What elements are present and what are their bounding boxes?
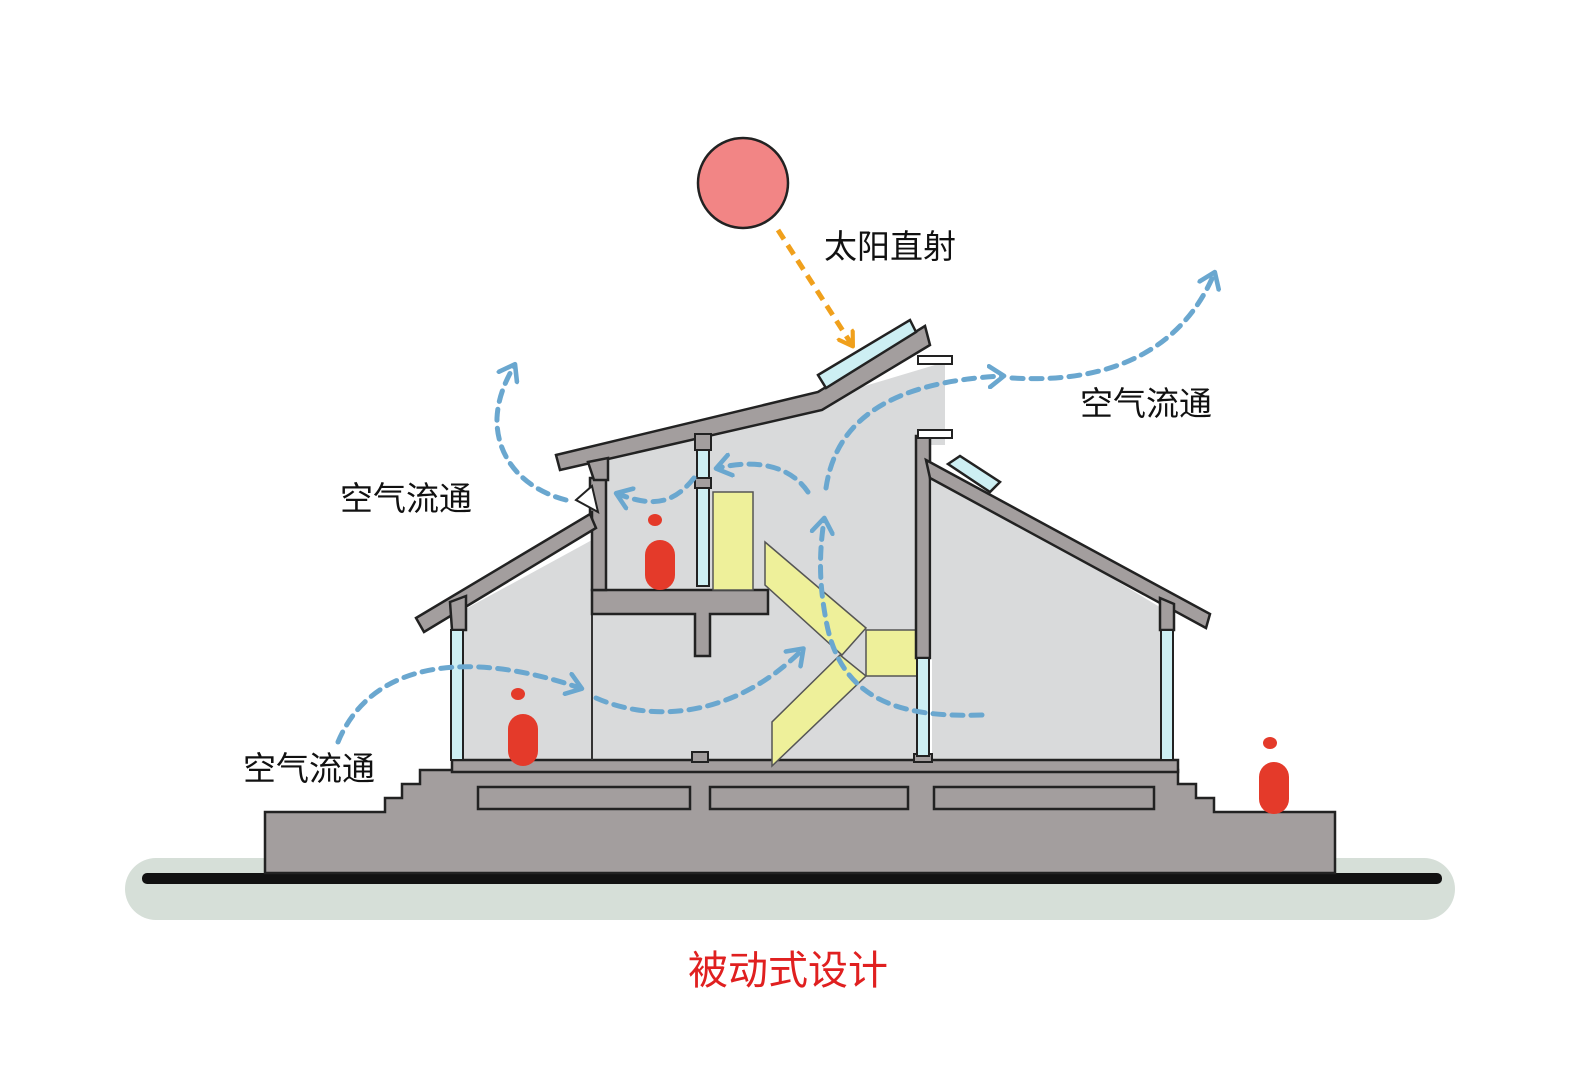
airflow-arrow-lower-left	[335, 664, 580, 745]
stair-landing	[865, 629, 919, 677]
foundation	[263, 768, 1337, 875]
diagram-caption: 被动式设计	[688, 948, 888, 994]
main-roof-eave	[586, 456, 610, 482]
right-upper-wall-window	[917, 355, 953, 365]
airflow-arrow-to-roof-vent	[823, 376, 1002, 491]
person-figure-mezzanine	[645, 514, 675, 590]
airflow-arrow-upper-middle	[718, 464, 811, 495]
right-roof-eave	[1158, 596, 1176, 632]
airflow-label-right: 空气流通	[1080, 384, 1212, 423]
sunlight-arrow	[775, 228, 852, 345]
airflow-label-lower-left: 空气流通	[243, 749, 375, 788]
right-roof	[924, 457, 1212, 630]
right-wall-glazing	[916, 657, 930, 757]
left-wall-glazing	[450, 629, 464, 761]
stair-vertical	[712, 491, 754, 591]
airflow-arrow-exit-left	[494, 366, 569, 503]
right-upper-wall-window-2	[917, 429, 953, 439]
floor-bump	[691, 751, 709, 763]
ground-line	[142, 873, 1442, 884]
left-roof-eave	[448, 594, 468, 632]
airflow-arrow-stair-rise	[821, 520, 985, 718]
underfloor-duct-middle	[708, 785, 910, 811]
stair-lower-flight	[771, 653, 868, 768]
sunlight-label: 太阳直射	[824, 227, 956, 266]
person-figure-ground-floor	[508, 688, 538, 766]
mezzanine-slab	[590, 588, 770, 658]
right-room-interior	[932, 470, 1168, 768]
right-wall-glazing-outer	[1160, 629, 1174, 761]
airflow-arrow-exit-right	[1009, 274, 1214, 382]
sun-icon	[696, 136, 790, 230]
stair-upper-flight	[764, 540, 868, 657]
airflow-arrow-lower-middle	[593, 650, 802, 715]
airflow-label-upper-left: 空气流通	[340, 479, 472, 518]
left-room-interior	[460, 540, 592, 768]
clerestory-column-cap	[694, 433, 712, 451]
solar-panel-main-roof	[816, 318, 918, 390]
solar-panel-right-roof	[945, 454, 1002, 494]
clerestory-column-mid	[694, 477, 712, 489]
airflow-arrow-clerestory	[618, 475, 697, 502]
underfloor-duct-left	[476, 785, 692, 811]
ground-floor-slab	[450, 758, 1180, 774]
clerestory-vent	[574, 484, 600, 514]
main-roof	[554, 324, 932, 472]
clerestory-column	[696, 435, 710, 587]
underfloor-duct-right	[932, 785, 1156, 811]
person-figure-outside	[1259, 737, 1289, 814]
